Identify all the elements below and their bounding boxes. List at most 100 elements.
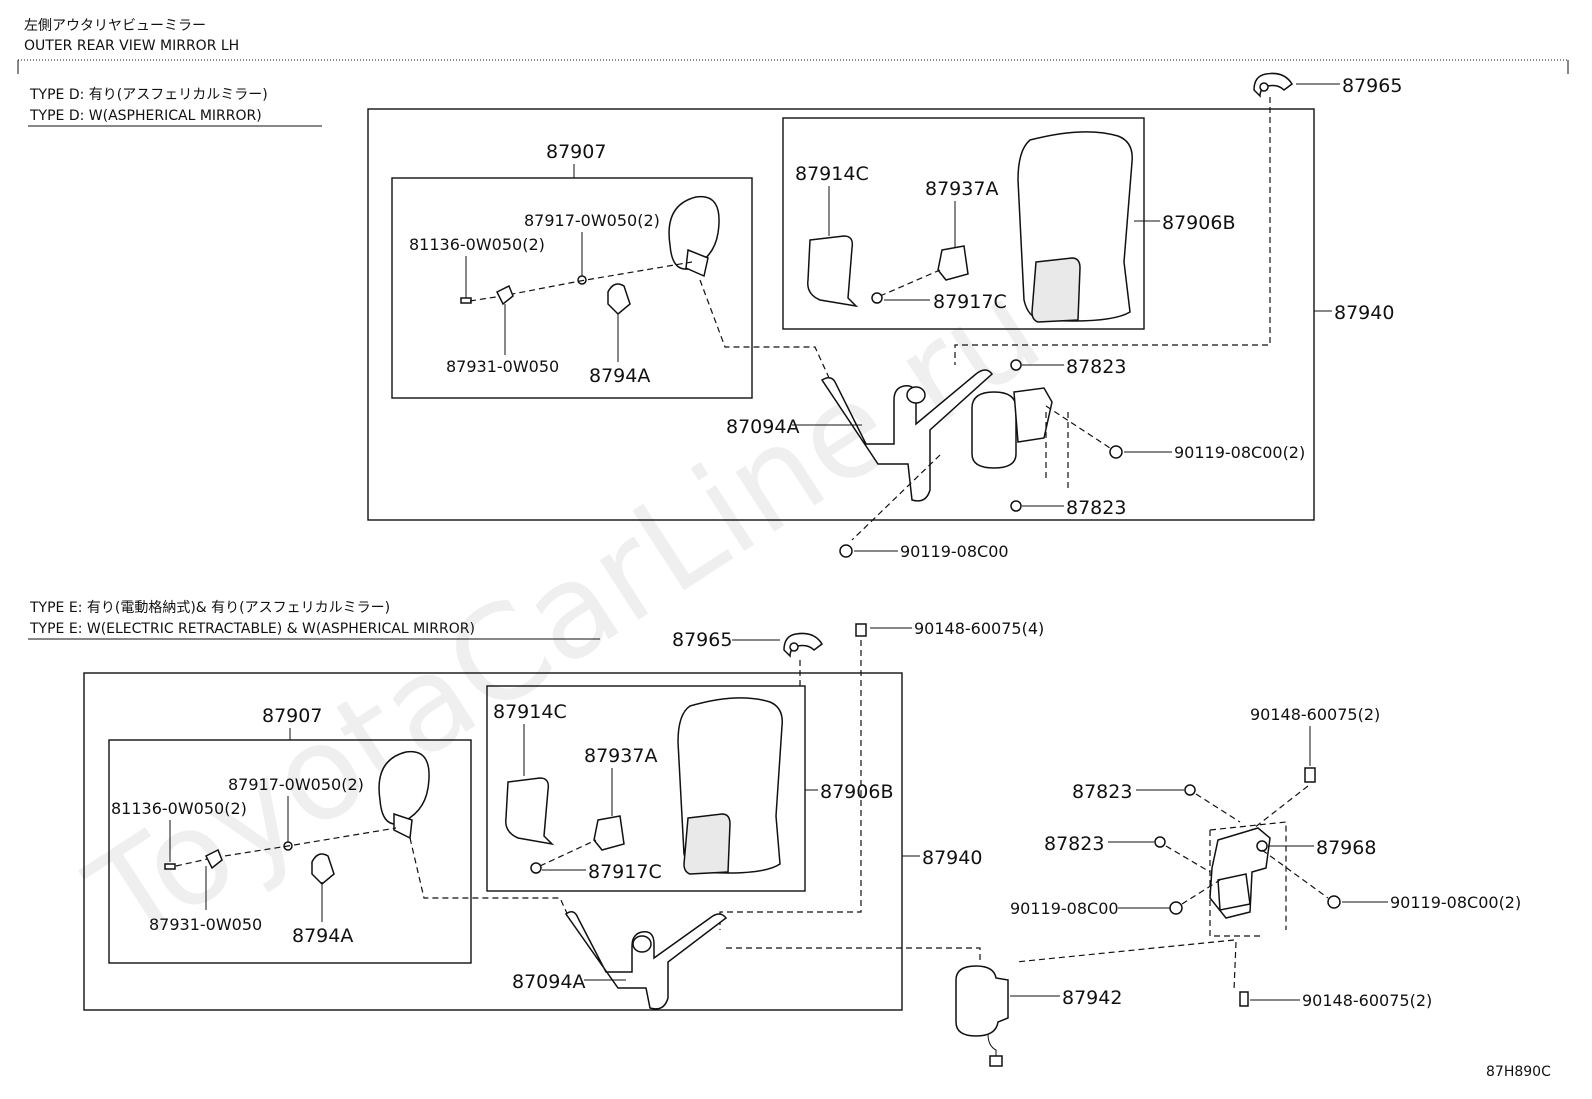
dash-87917c-e — [539, 839, 597, 867]
clip-87931-e — [204, 848, 223, 870]
dash-small-mirror-e — [175, 827, 397, 867]
label-87907-d: 87907 — [546, 141, 606, 163]
dash-87823b-e — [1165, 845, 1211, 873]
label-87931-e: 87931-0W050 — [149, 915, 262, 934]
label-87094a-d: 87094A — [726, 416, 799, 438]
dash-87968-e — [1209, 821, 1287, 937]
small-mirror-e — [378, 750, 430, 825]
cap-87965-e — [783, 632, 823, 658]
label-90119-d: 90119-08C00 — [900, 542, 1009, 561]
screw-90148-2a-e — [1304, 767, 1316, 783]
bolt-90119-2-e — [1327, 895, 1341, 909]
arm-knob-e — [632, 935, 652, 953]
cover-87914c-e — [505, 777, 555, 846]
dash-cap-d — [954, 97, 1271, 365]
screw-87917c-d — [871, 292, 883, 304]
bracket-8794a-e — [311, 853, 335, 886]
label-87940-e: 87940 — [922, 847, 982, 869]
washer-87823b-d — [1010, 500, 1022, 512]
label-87823-a-e: 87823 — [1072, 781, 1132, 803]
washer-87823a-e — [1184, 784, 1196, 796]
dash-87823a-e — [1195, 793, 1241, 823]
cap-hole-d — [1259, 82, 1269, 92]
small-mirror-bracket-d — [685, 248, 709, 278]
mirror-back-plate-d — [1031, 257, 1081, 323]
dash-90119-e — [1181, 879, 1221, 905]
screw-90148-2b-e — [1239, 991, 1249, 1007]
label-87917-0w050-d: 87917-0W050(2) — [524, 211, 660, 230]
label-87917c-d: 87917C — [933, 291, 1007, 313]
label-87823-b-e: 87823 — [1044, 833, 1104, 855]
mirror-box-e — [486, 685, 806, 892]
bracket-8794a-d — [607, 283, 631, 316]
assembly-box-e — [83, 672, 903, 1011]
label-87094a-e: 87094A — [512, 971, 585, 993]
dash-motor-e — [726, 947, 981, 962]
label-81136-d: 81136-0W050(2) — [409, 235, 545, 254]
label-8794a-d: 8794A — [589, 365, 650, 387]
cap-87965-d — [1253, 72, 1293, 98]
dash-90119-d — [851, 454, 941, 541]
cover-87914c-d — [807, 235, 859, 308]
screw-81136-e — [164, 863, 176, 870]
dash-90119-2-e — [1261, 849, 1329, 899]
label-87965-e: 87965 — [672, 629, 732, 651]
pin-87968-e — [1256, 840, 1268, 852]
dash-90119-2-d — [1045, 405, 1111, 449]
title-jp: 左側アウタリヤビューミラー — [24, 18, 206, 34]
bolt-90119-d — [839, 544, 853, 558]
label-90119-2-e: 90119-08C00(2) — [1390, 893, 1521, 912]
title-en: OUTER REAR VIEW MIRROR LH — [24, 38, 239, 54]
header-bracket — [17, 59, 1569, 74]
motor-87942-e — [955, 965, 1009, 1037]
screw-87917c-e — [530, 862, 542, 874]
mirror-back-plate-e — [683, 813, 731, 875]
cap-hole-e — [789, 642, 799, 652]
label-90119-2-d: 90119-08C00(2) — [1174, 443, 1305, 462]
label-81136-e: 81136-0W050(2) — [111, 799, 247, 818]
washer-87823a-d — [1010, 359, 1022, 371]
label-87907-e: 87907 — [262, 705, 322, 727]
motor-connector-e — [989, 1055, 1003, 1067]
label-90148-4-e: 90148-60075(4) — [914, 619, 1044, 638]
motor-87937a-d — [937, 245, 969, 281]
label-87965-d: 87965 — [1342, 75, 1402, 97]
label-87937a-d: 87937A — [925, 178, 998, 200]
label-87937a-e: 87937A — [584, 745, 657, 767]
motor-87937a-e — [593, 815, 625, 851]
label-87968-e: 87968 — [1316, 837, 1376, 859]
bracket-87968-lower-e — [1217, 873, 1251, 911]
label-87940-d: 87940 — [1334, 302, 1394, 324]
bolt-90119-e — [1169, 901, 1183, 915]
dash-washer-d — [1045, 412, 1069, 490]
mirror-box-d — [782, 117, 1145, 330]
label-87906b-d: 87906B — [1162, 212, 1235, 234]
dash-small-mirror-d — [469, 261, 693, 302]
base-housing-d — [971, 391, 1017, 469]
label-90148-2b-e: 90148-60075(2) — [1302, 991, 1432, 1010]
label-87823-b-d: 87823 — [1066, 497, 1126, 519]
label-8794a-e: 8794A — [292, 925, 353, 947]
arm-87094a-e — [564, 911, 728, 1010]
arm-knob-d — [906, 386, 926, 404]
label-87906b-e: 87906B — [820, 781, 893, 803]
label-90119-e: 90119-08C00 — [1010, 899, 1119, 918]
label-87914c-d: 87914C — [795, 163, 869, 185]
label-87914c-e: 87914C — [493, 701, 567, 723]
assembly-box-d — [367, 108, 1315, 521]
type-e-en: TYPE E: W(ELECTRIC RETRACTABLE) & W(ASPH… — [29, 621, 475, 637]
small-mirror-d — [668, 195, 720, 270]
label-87942-e: 87942 — [1062, 987, 1122, 1009]
subassy-87907-box-d — [391, 177, 753, 399]
dash-arm-d — [699, 279, 831, 381]
screw-90148-4-e — [855, 623, 867, 637]
washer-87823b-e — [1154, 836, 1166, 848]
type-d-en: TYPE D: W(ASPHERICAL MIRROR) — [29, 108, 262, 124]
type-e-jp: TYPE E: 有り(電動格納式)& 有り(アスフェリカルミラー) — [29, 600, 390, 616]
label-87917-0w050-e: 87917-0W050(2) — [228, 775, 364, 794]
screw-81136-d — [460, 297, 472, 304]
label-87931-d: 87931-0W050 — [446, 357, 559, 376]
base-bracket-d — [1013, 387, 1053, 443]
bolt-90119-2-d — [1109, 445, 1123, 459]
